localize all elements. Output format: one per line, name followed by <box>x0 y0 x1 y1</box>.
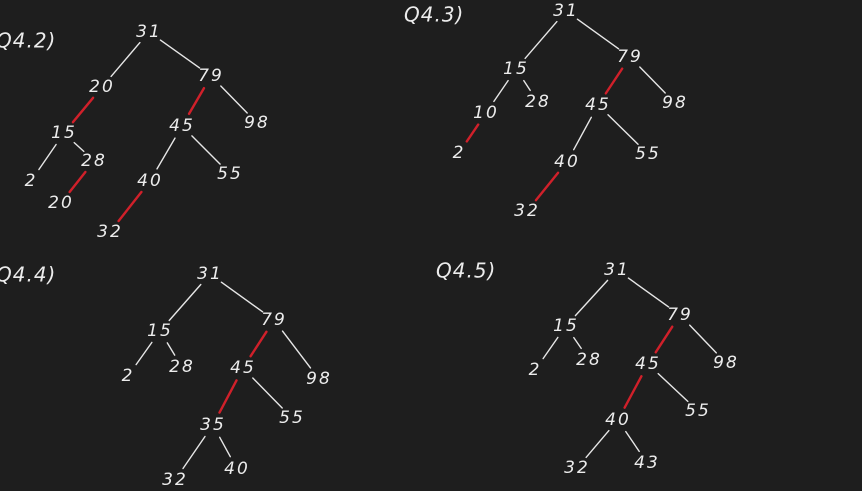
edge-31-79 <box>220 281 264 313</box>
edge-10-2-red <box>465 123 480 143</box>
question-label: Q4.2) <box>0 29 56 53</box>
tree-node-79: 79 <box>261 310 287 330</box>
tree-node-2: 2 <box>453 143 466 163</box>
tree-node-31: 31 <box>604 260 630 280</box>
edge-40-32-red <box>534 171 560 202</box>
edge-15-28 <box>73 141 85 153</box>
tree-node-15: 15 <box>147 321 173 341</box>
edge-79-98 <box>281 330 312 369</box>
tree-node-98: 98 <box>306 369 332 389</box>
tree-node-45: 45 <box>169 116 195 136</box>
edge-15-28 <box>166 342 176 356</box>
edge-28-20b-red <box>68 170 87 194</box>
edge-45-40 <box>156 137 176 170</box>
edge-40-43 <box>625 430 640 453</box>
tree-node-2: 2 <box>529 360 542 380</box>
edge-31-20a <box>110 41 141 78</box>
tree-node-45: 45 <box>230 358 256 378</box>
edge-79-98 <box>639 66 666 94</box>
edge-45-35-red <box>218 379 238 414</box>
diagram-q4-4: Q4.4) 31 15 79 2 28 45 98 35 55 32 40 <box>0 263 332 491</box>
tree-node-40: 40 <box>224 459 250 479</box>
edge-45-55 <box>607 114 639 145</box>
edge-79-98 <box>220 85 248 114</box>
tree-node-55: 55 <box>635 144 661 164</box>
tree-node-28: 28 <box>576 350 602 370</box>
edge-15-2 <box>542 336 559 360</box>
tree-node-79: 79 <box>198 66 224 86</box>
question-label: Q4.3) <box>404 3 464 27</box>
tree-node-55: 55 <box>279 408 305 428</box>
tree-node-20: 20 <box>89 77 115 97</box>
edge-79-45-red <box>249 330 268 358</box>
edge-79-45-red <box>187 86 206 116</box>
tree-node-2: 2 <box>25 171 38 191</box>
tree-node-45: 45 <box>635 354 661 374</box>
question-label: Q4.4) <box>0 263 56 287</box>
edge-15-28 <box>573 336 582 350</box>
edge-45-40 <box>573 116 592 151</box>
edge-15-10 <box>493 79 509 103</box>
edge-15-2 <box>135 341 153 366</box>
edge-45-55 <box>191 135 221 165</box>
tree-node-15: 15 <box>553 316 579 336</box>
tree-node-40: 40 <box>554 152 580 172</box>
edge-31-15 <box>524 20 558 60</box>
edge-79-45-red <box>654 325 674 354</box>
edge-31-15 <box>574 279 609 317</box>
tree-node-43: 43 <box>634 453 660 473</box>
tree-node-32: 32 <box>564 458 590 478</box>
tree-node-31: 31 <box>553 1 579 21</box>
edge-79-45-red <box>604 67 624 95</box>
tree-node-31: 31 <box>136 22 162 42</box>
tree-node-55: 55 <box>685 401 711 421</box>
edge-45-55 <box>252 377 283 409</box>
edge-31-15 <box>168 283 202 322</box>
edge-31-79 <box>159 39 201 69</box>
tree-node-15: 15 <box>51 123 77 143</box>
tree-node-98: 98 <box>713 353 739 373</box>
edge-79-98 <box>689 324 717 354</box>
tree-node-45: 45 <box>585 95 611 115</box>
edge-40-32 <box>585 429 610 459</box>
tree-node-35: 35 <box>200 415 226 435</box>
tree-node-55: 55 <box>217 164 243 184</box>
tree-node-28: 28 <box>81 151 107 171</box>
edge-15-2 <box>38 143 57 171</box>
tree-node-2: 2 <box>122 366 135 386</box>
edge-15-28 <box>523 79 531 92</box>
tree-node-40: 40 <box>137 171 163 191</box>
tree-node-28: 28 <box>169 357 195 377</box>
tree-node-10: 10 <box>473 103 499 123</box>
tree-node-32: 32 <box>514 201 540 221</box>
edge-35-32 <box>182 435 206 470</box>
tree-node-79: 79 <box>617 47 643 67</box>
diagram-q4-2: Q4.2) 31 20 79 15 45 98 2 28 40 55 20 32 <box>0 22 270 242</box>
edge-31-79 <box>576 18 620 50</box>
tree-node-15: 15 <box>503 59 529 79</box>
tree-node-79: 79 <box>667 305 693 325</box>
diagram-q4-5: Q4.5) 31 15 79 2 28 45 98 40 55 32 43 <box>436 259 739 479</box>
tree-node-98: 98 <box>244 113 270 133</box>
tree-node-40: 40 <box>605 410 631 430</box>
edge-31-79 <box>627 277 670 308</box>
edge-35-40 <box>218 436 232 458</box>
tree-node-20: 20 <box>48 193 74 213</box>
tree-node-32: 32 <box>97 222 123 242</box>
edge-45-40-red <box>623 375 643 409</box>
tree-node-32: 32 <box>162 470 188 490</box>
tree-node-28: 28 <box>525 92 551 112</box>
question-label: Q4.5) <box>436 259 496 283</box>
tree-node-98: 98 <box>662 93 688 113</box>
edge-40-32-red <box>117 190 143 223</box>
edge-45-55 <box>657 372 689 403</box>
tree-node-31: 31 <box>197 264 223 284</box>
diagram-q4-3: Q4.3) 31 15 79 10 28 45 98 2 40 55 32 <box>404 1 688 221</box>
edge-20a-15-red <box>71 96 95 124</box>
